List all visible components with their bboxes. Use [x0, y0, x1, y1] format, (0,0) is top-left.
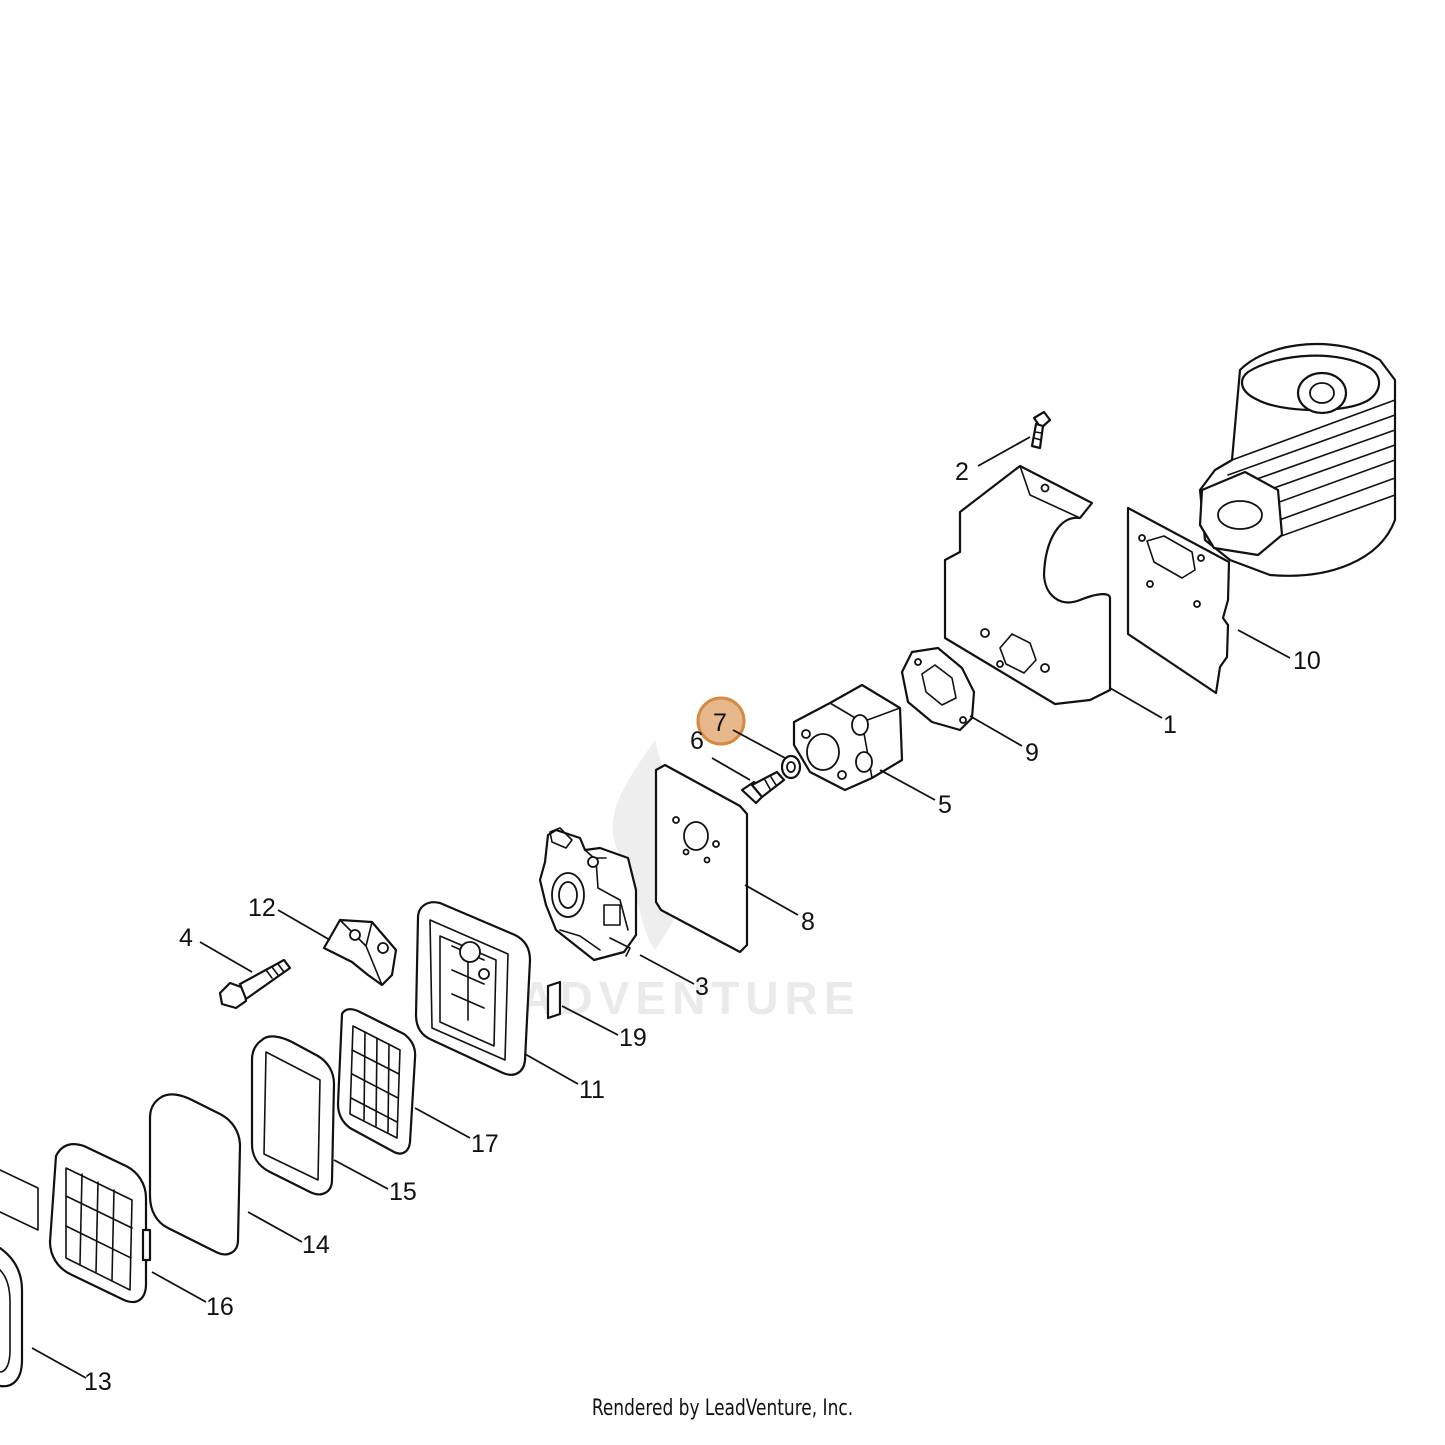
callout-12[interactable]: 12 [248, 894, 276, 922]
part-6-screw[interactable] [740, 770, 786, 805]
part-11-air-cleaner-case[interactable] [414, 901, 532, 1076]
part-12-bracket[interactable] [322, 918, 398, 987]
part-7-washer[interactable] [780, 754, 802, 780]
part-10-gasket[interactable] [1126, 506, 1231, 695]
part-16-outer-screen[interactable] [48, 1143, 152, 1304]
callout-13[interactable]: 13 [84, 1368, 112, 1396]
callout-8[interactable]: 8 [801, 908, 815, 936]
callout-11[interactable]: 11 [579, 1076, 605, 1104]
part-4-bolt[interactable] [218, 958, 292, 1010]
callout-5[interactable]: 5 [938, 791, 952, 819]
callout-1[interactable]: 1 [1163, 711, 1177, 739]
callout-15[interactable]: 15 [389, 1178, 417, 1206]
callout-3[interactable]: 3 [695, 973, 709, 1001]
part-5-insulator[interactable] [792, 683, 904, 792]
callout-9[interactable]: 9 [1025, 739, 1039, 767]
part-8-gasket[interactable] [654, 763, 749, 954]
callout-2[interactable]: 2 [955, 458, 969, 486]
callout-19[interactable]: 19 [619, 1024, 647, 1052]
part-13-cover[interactable] [0, 1169, 39, 1388]
leader-lines [31, 436, 1291, 1379]
part-17-filter-screen[interactable] [336, 1008, 417, 1155]
part-1-heat-shield[interactable] [943, 464, 1112, 706]
callout-14[interactable]: 14 [302, 1231, 330, 1259]
part-9-gasket[interactable] [900, 646, 976, 732]
highlight-marker [696, 696, 746, 746]
callout-7[interactable]: 7 [713, 709, 727, 737]
callout-17[interactable]: 17 [471, 1130, 499, 1158]
part-3-carburetor[interactable] [538, 827, 638, 962]
part-14-foam-filter[interactable] [148, 1093, 242, 1256]
callout-labels: 2 10 1 9 5 7 6 8 3 19 11 17 15 14 16 13 … [84, 458, 1321, 1396]
part-cylinder[interactable] [1198, 342, 1397, 577]
callout-10[interactable]: 10 [1293, 647, 1321, 675]
part-2-bolt[interactable] [1030, 410, 1052, 450]
part-15-filter[interactable] [250, 1035, 336, 1196]
part-19-element[interactable] [546, 980, 562, 1020]
callout-16[interactable]: 16 [206, 1293, 234, 1321]
callout-6[interactable]: 6 [690, 727, 704, 755]
render-credit: Rendered by LeadVenture, Inc. [591, 1396, 854, 1421]
callout-4[interactable]: 4 [179, 924, 193, 952]
